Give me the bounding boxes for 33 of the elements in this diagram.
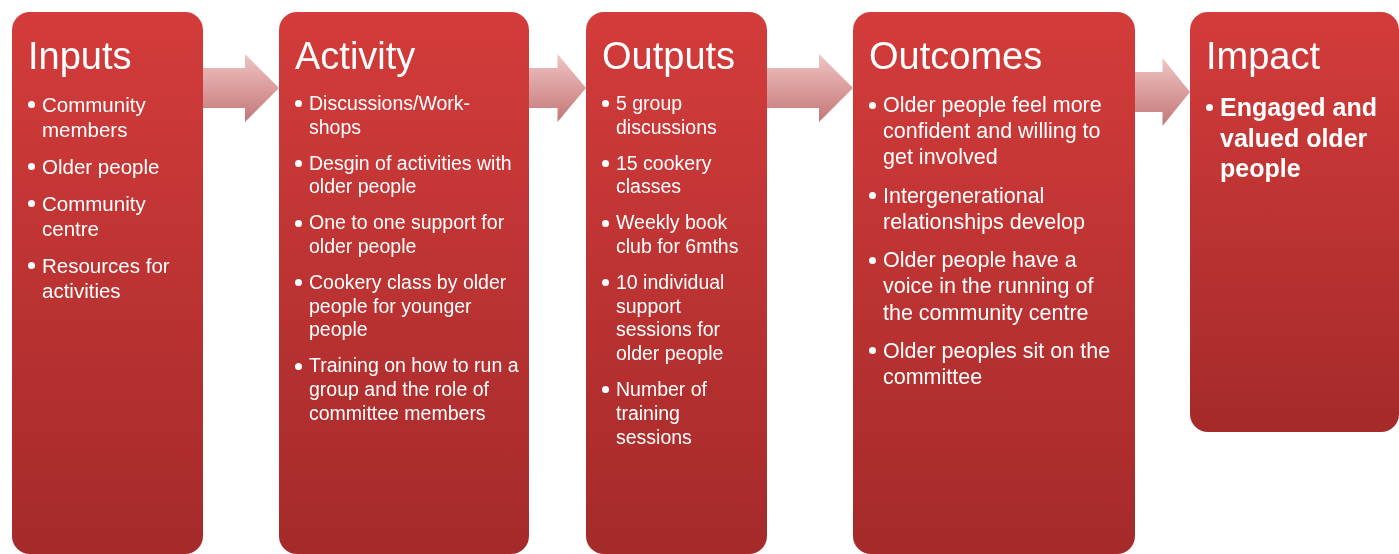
block-arrow bbox=[767, 54, 853, 122]
column-box bbox=[586, 12, 767, 554]
bullet-item: One to one support for older people bbox=[309, 211, 521, 259]
bullet-item: 5 group discussions bbox=[616, 92, 759, 140]
bullet-item: Engaged and valued older people bbox=[1220, 92, 1391, 184]
bullet-item: Number of training sessions bbox=[616, 377, 759, 450]
column-box bbox=[853, 12, 1135, 554]
column-heading: Inputs bbox=[28, 34, 132, 78]
block-arrow bbox=[529, 54, 586, 122]
bullet-item: Older people feel more confident and willing to get involved bbox=[883, 92, 1127, 171]
bullet-item: Older people bbox=[42, 154, 195, 180]
bullet-item: Community members bbox=[42, 92, 195, 143]
bullet-item: Intergenerational relationships develop bbox=[883, 182, 1127, 236]
bullet-item: Desgin of activities with older people bbox=[309, 151, 521, 200]
bullet-item: Community centre bbox=[42, 191, 195, 242]
column-box bbox=[1190, 12, 1399, 432]
bullet-item: Resources for activities bbox=[42, 253, 195, 304]
column-box bbox=[12, 12, 203, 554]
column-heading: Outputs bbox=[602, 34, 736, 78]
column-heading: Outcomes bbox=[869, 34, 1043, 78]
block-arrow bbox=[1135, 58, 1190, 126]
column-heading: Impact bbox=[1206, 34, 1321, 78]
bullet-item: 10 individual support sessions for older people bbox=[616, 270, 759, 366]
column-box bbox=[279, 12, 529, 554]
bullet-item: Older peoples sit on the committee bbox=[883, 337, 1127, 391]
column-heading: Activity bbox=[295, 34, 416, 78]
bullet-item: Cookery class by older people for younger people bbox=[309, 270, 521, 343]
bullet-item: Discussions/Work-shops bbox=[309, 92, 521, 140]
bullet-item: 15 cookery classes bbox=[616, 151, 759, 200]
bullet-item: Weekly book club for 6mths bbox=[616, 211, 759, 259]
block-arrow bbox=[203, 54, 279, 122]
bullet-item: Training on how to run a group and the role of committee members bbox=[309, 354, 521, 426]
bullet-item: Older people have a voice in the running of the community centre bbox=[883, 247, 1127, 326]
